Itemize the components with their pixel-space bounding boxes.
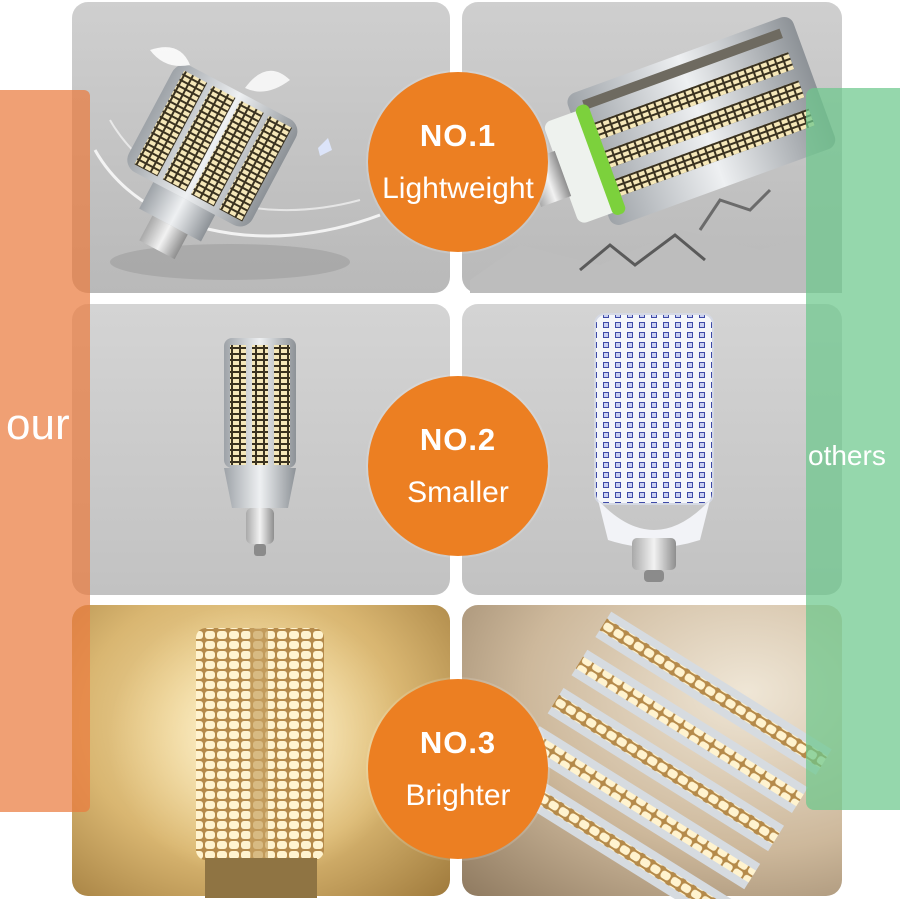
badge-label: Lightweight xyxy=(382,172,534,205)
our-label: our xyxy=(6,400,70,449)
badge-brighter: NO.3 Brighter xyxy=(368,679,548,859)
badge-number: NO.2 xyxy=(419,422,497,457)
lightweight-bulb-icon xyxy=(93,47,381,280)
badge-label: Smaller xyxy=(407,476,509,509)
our-side-band xyxy=(0,90,90,812)
bright-bulb-icon xyxy=(108,600,408,898)
badge-number: NO.1 xyxy=(419,118,497,153)
others-side-band xyxy=(806,88,900,810)
heavy-bulb-icon xyxy=(470,16,842,293)
large-bulb-icon xyxy=(594,313,714,582)
badge-label: Brighter xyxy=(405,779,511,812)
badge-lightweight: NO.1 Lightweight xyxy=(368,72,548,252)
compact-bulb-icon xyxy=(224,338,296,556)
badge-smaller: NO.2 Smaller xyxy=(368,376,548,556)
others-label: others xyxy=(808,440,886,471)
badge-number: NO.3 xyxy=(419,725,497,760)
strip-bulb-icon xyxy=(499,611,832,899)
